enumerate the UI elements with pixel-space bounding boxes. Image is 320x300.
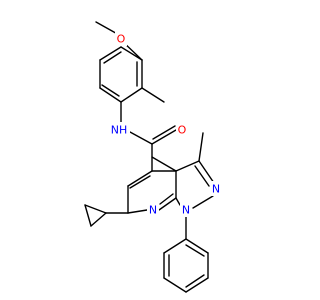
pyridine-bond — [127, 209, 148, 214]
pyrazole-bond — [175, 197, 181, 206]
aryl-ring-bond — [120, 46, 143, 61]
pyrazole-n2-label: N — [212, 183, 220, 196]
pyridine-double-bond — [129, 175, 151, 189]
amide-oxygen-label: O — [178, 124, 187, 137]
cyclopropyl-bond — [84, 204, 92, 227]
pyrazole-n2-atom: N — [210, 181, 222, 196]
molecule-diagram: O O NH N N N — [84, 21, 222, 293]
phenyl-ring-double-bond — [185, 244, 205, 257]
pyridine-double-bond — [159, 193, 174, 205]
pyridine-bond — [158, 197, 177, 211]
pyrazole-bond — [198, 160, 215, 184]
aryl-methyl-bond — [141, 87, 165, 103]
pyrazole-n1-atom: N — [180, 202, 192, 217]
phenyl-ring-bond — [163, 277, 187, 293]
aryl-ring-double-bond — [101, 84, 120, 97]
pyridine-n-atom: N — [147, 202, 159, 217]
pyridine-bond — [151, 156, 177, 172]
phenyl-ring-bond — [185, 238, 209, 254]
pyridine-n-label: N — [149, 204, 157, 217]
aryl-ring-bond — [99, 87, 122, 103]
pyrazole-bond — [192, 195, 214, 209]
aryl-ring-bond — [120, 87, 143, 103]
phenyl-ring-bond — [185, 277, 209, 293]
amide-nh-label: NH — [111, 124, 128, 137]
amide-oxygen-atom: O — [176, 122, 188, 137]
pyrazole-bond — [175, 160, 200, 172]
phenyl-ring-double-bond — [185, 274, 205, 288]
amide-nh-atom: NH — [108, 122, 130, 137]
carbonyl-double-bond — [152, 125, 176, 140]
phenyl-ring-bond — [163, 238, 187, 254]
aryl-ring-double-bond — [103, 51, 122, 64]
methoxy-oxygen-label: O — [117, 33, 126, 46]
cyclopropyl-bond — [90, 212, 107, 227]
cyclopropyl-bond — [84, 204, 107, 214]
pyrazole-methyl-bond — [198, 132, 204, 162]
structure-svg: O O NH N N N — [84, 21, 222, 293]
bonds-layer — [84, 21, 215, 293]
carbonyl-bond — [151, 129, 177, 145]
amide-cn-bond — [129, 131, 153, 145]
pyrazole-n1-label: N — [182, 204, 190, 217]
pyridine-bond — [127, 170, 153, 187]
pyrazole-double-bond — [194, 165, 210, 187]
aryl-ring-bond — [99, 46, 122, 61]
atom-labels-layer: O O NH N N N — [108, 31, 222, 217]
methoxy-oxygen-atom: O — [115, 31, 127, 46]
